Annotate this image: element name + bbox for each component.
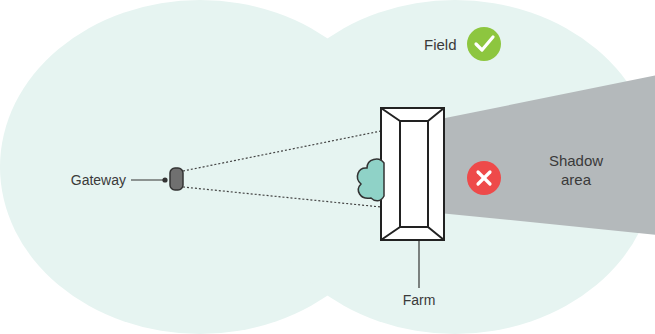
cross-symbol	[478, 172, 490, 184]
callout-label: Gateway	[60, 171, 126, 189]
bush	[357, 159, 384, 201]
check-symbol	[476, 37, 493, 50]
gateway-device	[170, 168, 183, 190]
leader-line	[131, 179, 165, 180]
farm-building	[381, 108, 444, 240]
region-label: Field	[424, 35, 474, 54]
fail-mark	[467, 161, 501, 195]
leader-line	[418, 241, 419, 288]
sight-line	[183, 131, 381, 171]
callout-label: Farm	[389, 291, 449, 309]
sight-line	[183, 187, 381, 207]
shadow-area: Shadow area	[444, 70, 655, 240]
leader-dot	[162, 177, 167, 182]
ok-mark	[467, 27, 501, 61]
cross-symbol	[478, 172, 490, 184]
region-label: Shadow area	[536, 151, 616, 189]
